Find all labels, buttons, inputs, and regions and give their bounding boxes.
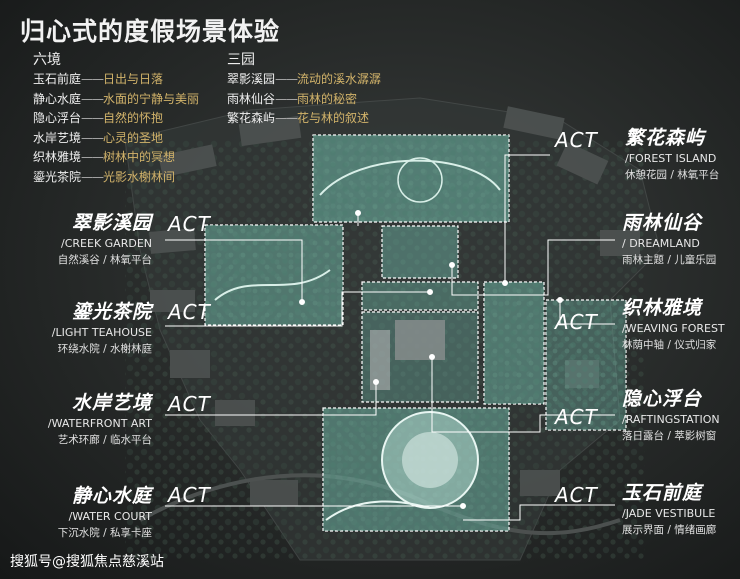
act-weaving-forest: ACT — [555, 310, 598, 334]
legend-dash: —— — [275, 111, 298, 125]
zone-label-forest-island: 繁花森屿 /FOREST ISLAND 休憩花园 / 林氧平台 — [625, 123, 719, 182]
zone-label-jade-vestibule: 玉石前庭 /JADE VESTIBULE 展示界面 / 情绪画廊 — [622, 478, 716, 537]
watermark: 搜狐号@搜狐焦点慈溪站 — [10, 554, 164, 570]
zone-subtitle: /RAFTINGSTATION — [622, 413, 720, 426]
zone-label-dreamland: 雨林仙谷 / DREAMLAND 雨林主题 / 儿童乐园 — [622, 208, 716, 267]
legend-desc: 自然的怀抱 — [103, 111, 164, 125]
legend-desc: 流动的溪水潺潺 — [297, 72, 382, 86]
zone-features: 艺术环廊 / 临水平台 — [57, 434, 152, 446]
zone-title: 隐心浮台 — [622, 388, 703, 410]
zone-forest-island — [312, 134, 510, 223]
zone-title: 翠影溪园 — [71, 212, 152, 234]
zone-title: 织林雅境 — [622, 297, 703, 319]
legend-dash: —— — [81, 130, 104, 145]
zone-features: 落日露台 / 萃影树窗 — [622, 430, 717, 442]
zone-subtitle: /LIGHT TEAHOUSE — [51, 326, 152, 339]
zone-title: 繁花森屿 — [625, 127, 706, 149]
legend-desc: 雨林的秘密 — [297, 91, 358, 106]
zone-label-creek-garden: 翠影溪园 /CREEK GARDEN 自然溪谷 / 林氧平台 — [58, 208, 152, 267]
zone-title: 玉石前庭 — [622, 482, 703, 504]
zone-features: 环绕水院 / 水榭林庭 — [57, 343, 152, 355]
zone-subtitle: /CREEK GARDEN — [61, 237, 152, 250]
page-title: 归心式的度假场景体验 — [20, 17, 281, 46]
legend-item: 织林雅境——树林中的冥想 — [33, 148, 199, 168]
zone-label-water-court: 静心水庭 /WATER COURT 下沉水院 / 私享卡座 — [58, 481, 152, 540]
legend-name: 翠影溪园 — [227, 72, 276, 86]
zone-label-waterfront-art: 水岸艺境 /WATERFRONT ART 艺术环廊 / 临水平台 — [48, 388, 152, 447]
zone-subtitle: /JADE VESTIBULE — [622, 507, 716, 520]
zone-title: 雨林仙谷 — [622, 212, 703, 234]
legend-dash: —— — [81, 91, 104, 106]
legend-item: 繁花森屿——花与林的叙述 — [227, 109, 381, 129]
legend-desc: 心灵的圣地 — [103, 130, 164, 145]
zone-features: 展示界面 / 情绪画廊 — [622, 524, 717, 536]
zone-title: 水岸艺境 — [71, 392, 152, 414]
legend-desc: 花与林的叙述 — [297, 111, 370, 125]
zone-weaving-forest — [545, 299, 627, 431]
zone-features: 雨林主题 / 儿童乐园 — [622, 254, 717, 266]
zone-subtitle: /WEAVING FOREST — [622, 322, 725, 335]
legend-name: 繁花森屿 — [227, 111, 276, 125]
legend-dash: —— — [81, 111, 104, 125]
zone-features: 下沉水院 / 私享卡座 — [57, 527, 152, 539]
act-waterfront-art: ACT — [168, 392, 211, 416]
legend-name: 玉石前庭 — [33, 72, 82, 86]
zone-dreamland — [483, 281, 545, 405]
six-realms-heading: 六境 — [33, 52, 61, 68]
zone-subtitle: /WATERFRONT ART — [47, 417, 152, 430]
zone-creek-garden — [204, 224, 344, 326]
act-jade-vestibule: ACT — [555, 483, 598, 507]
legend-item: 翠影溪园——流动的溪水潺潺 — [227, 70, 381, 90]
legend-name: 隐心浮台 — [33, 111, 82, 125]
legend-name: 雨林仙谷 — [227, 91, 276, 106]
zone-subtitle: /WATER COURT — [68, 510, 152, 523]
zone-subtitle: /FOREST ISLAND — [625, 152, 717, 165]
zone-features: 自然溪谷 / 林氧平台 — [57, 254, 152, 266]
leader-lines — [165, 154, 615, 521]
three-gardens-list: 翠影溪园——流动的溪水潺潺 雨林仙谷——雨林的秘密 繁花森屿——花与林的叙述 — [227, 70, 381, 129]
legend-desc: 水面的宁静与美丽 — [103, 91, 200, 106]
legend-name: 静心水庭 — [33, 91, 82, 106]
zone-features: 休憩花园 / 林氧平台 — [625, 169, 720, 181]
act-creek-garden: ACT — [168, 212, 211, 236]
legend-dash: —— — [81, 150, 104, 164]
zone-center-axis — [361, 225, 479, 403]
act-water-court: ACT — [168, 483, 211, 507]
legend-desc: 树林中的冥想 — [103, 150, 176, 164]
legend-item: 水岸艺境——心灵的圣地 — [33, 129, 199, 149]
zone-label-weaving-forest: 织林雅境 /WEAVING FOREST 林荫中轴 / 仪式归家 — [622, 293, 725, 352]
zone-label-light-teahouse: 鎏光茶院 /LIGHT TEAHOUSE 环绕水院 / 水榭林庭 — [52, 297, 152, 356]
legend-desc: 光影水榭林间 — [103, 169, 176, 184]
legend-item: 玉石前庭——日出与日落 — [33, 70, 199, 90]
legend-desc: 日出与日落 — [103, 72, 164, 86]
legend-name: 水岸艺境 — [33, 130, 82, 145]
act-rafting-station: ACT — [555, 405, 598, 429]
legend-item: 隐心浮台——自然的怀抱 — [33, 109, 199, 129]
legend-name: 鎏光茶院 — [33, 169, 82, 184]
act-forest-island: ACT — [555, 128, 598, 152]
zone-subtitle: / DREAMLAND — [622, 237, 700, 250]
legend-name: 织林雅境 — [33, 150, 82, 164]
three-gardens-heading: 三园 — [227, 52, 255, 68]
six-realms-list: 玉石前庭——日出与日落 静心水庭——水面的宁静与美丽 隐心浮台——自然的怀抱 水… — [33, 70, 199, 187]
zone-features: 林荫中轴 / 仪式归家 — [622, 339, 717, 351]
legend-dash: —— — [275, 91, 298, 106]
zone-title: 鎏光茶院 — [71, 301, 152, 323]
act-light-teahouse: ACT — [168, 300, 211, 324]
zone-water-court — [322, 407, 510, 532]
legend-item: 静心水庭——水面的宁静与美丽 — [33, 90, 199, 110]
legend-dash: —— — [275, 72, 298, 86]
zone-title: 静心水庭 — [71, 485, 152, 507]
legend-dash: —— — [81, 72, 104, 86]
zone-label-rafting-station: 隐心浮台 /RAFTINGSTATION 落日露台 / 萃影树窗 — [622, 384, 720, 443]
legend-item: 雨林仙谷——雨林的秘密 — [227, 90, 381, 110]
legend-dash: —— — [81, 169, 104, 184]
legend-item: 鎏光茶院——光影水榭林间 — [33, 168, 199, 188]
